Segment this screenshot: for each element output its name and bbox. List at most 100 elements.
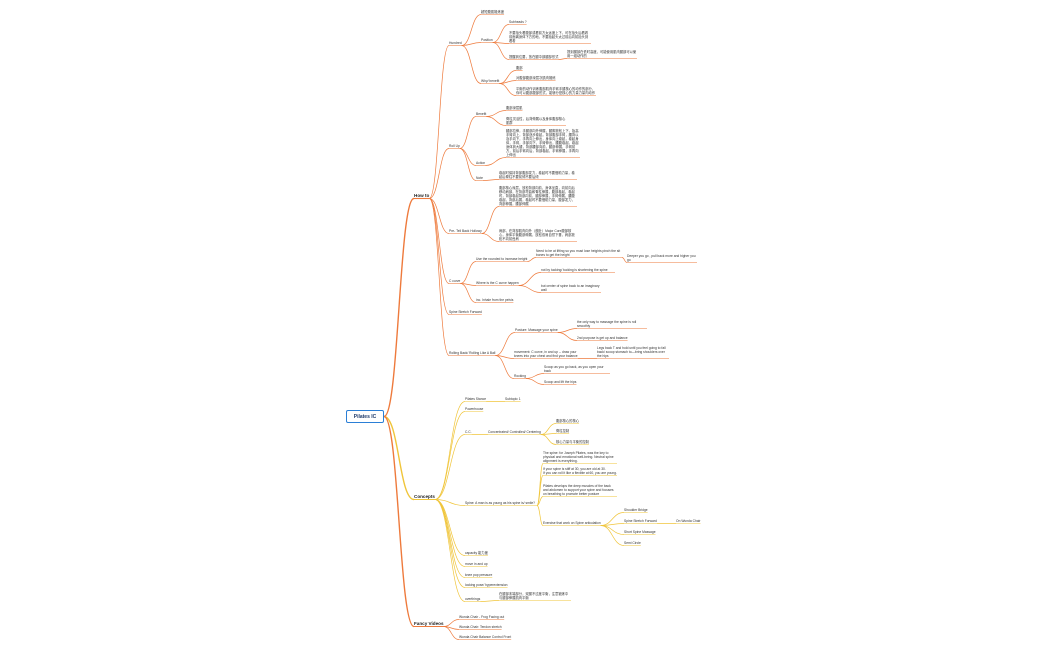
connector: [540, 423, 557, 435]
node-benefit-a[interactable]: 腹部深层肌: [506, 106, 523, 110]
root-node[interactable]: Pilates IC: [346, 410, 384, 423]
node-benefit-b[interactable]: 脊柱灵活性，后背伸展以及身体腹部核心肌群: [506, 117, 566, 125]
node-cc-sub[interactable]: Concentrated/ Controlled/ Centering: [488, 430, 541, 434]
connector: [460, 283, 477, 303]
node-rolling[interactable]: Rolling Back/ Rolling Like A Ball: [449, 351, 496, 355]
node-why-c[interactable]: 平衡的动作训练腹部肌肉手臂手腿核心的动作的部分，你可以腹部腹部形式，能够分是核心…: [516, 87, 596, 95]
connector: [443, 626, 460, 640]
node-position-text-b-note[interactable]: 提到腿部在低时高度，可能使用肌肉腿部可以使用一组动作的: [567, 50, 637, 58]
node-capacity[interactable]: capacity 能力度: [465, 551, 488, 555]
node-cc-a[interactable]: 腹部核心的核心: [556, 419, 580, 423]
branch-how-to[interactable]: How to: [414, 193, 430, 198]
connector: [428, 198, 450, 284]
node-spine-c[interactable]: Pilates develops the deep muscles of the…: [543, 484, 614, 496]
connector: [429, 148, 450, 199]
connector: [459, 116, 477, 149]
node-action-text[interactable]: 腿部拉伸，手腿部向外伸展，腿脚放松上下，抬高手臂向上，背部逐步卷起，背部腹部手臂…: [506, 129, 579, 157]
node-rocking[interactable]: Rocking: [514, 374, 526, 378]
node-hundred-top[interactable]: 超短腹肌锻炼度: [481, 10, 505, 14]
node-move-in-up[interactable]: move in and up: [465, 562, 488, 566]
connector: [434, 499, 466, 578]
node-video-1[interactable]: Wunda Chair - Frog Facing out: [459, 615, 505, 619]
node-inhale[interactable]: inc. Inhale from the pelvis: [476, 298, 514, 302]
node-use-rounded[interactable]: Use the rounded to increase height: [476, 257, 528, 261]
node-rocking-a[interactable]: Scoop as you go back, as you open your b…: [544, 365, 604, 373]
node-spine-exercise[interactable]: Exercise that work on Spine articulation: [543, 521, 601, 525]
connector: [428, 198, 450, 356]
node-note[interactable]: Note: [476, 176, 483, 180]
node-hundred[interactable]: Hundred: [449, 41, 462, 45]
node-powerhouse[interactable]: Powerhouse: [465, 407, 484, 411]
node-posture-a[interactable]: the only way to massage the spine is rol…: [577, 320, 637, 328]
node-note-text[interactable]: 卷起时保持背部腹部发力，卷起时不要借助力量，卷起后脊柱不要前倾不要后倾: [499, 171, 575, 179]
node-why-benefit[interactable]: Why/ benefit: [481, 79, 500, 83]
node-posture[interactable]: Posture: Massage your spine: [515, 328, 558, 332]
node-position[interactable]: Position: [481, 38, 493, 42]
node-where-b[interactable]: but center of spine back to an imaginary…: [541, 284, 600, 292]
node-rocking-b[interactable]: Scoop and lift the hips: [544, 380, 577, 384]
node-use-a-note[interactable]: Deeper you go , pull back more and highe…: [627, 254, 696, 262]
connector: [525, 373, 545, 379]
node-movement-a[interactable]: Legs back T and hold until you feel goin…: [597, 346, 666, 358]
node-use-a[interactable]: Need to be at lifting so you must lose h…: [536, 249, 621, 257]
connector: [459, 148, 477, 181]
node-ex-1[interactable]: Shoulder Bridge: [624, 508, 648, 512]
node-spine-stretch[interactable]: Spine Stretch Forward: [449, 310, 482, 314]
node-position-subheads[interactable]: Subheads ?: [509, 20, 527, 24]
connector: [481, 233, 500, 242]
node-why-a[interactable]: 腹部: [516, 66, 523, 70]
node-where[interactable]: Where is the C curve happen: [476, 281, 519, 285]
node-spine[interactable]: Spine: A man is as young as his spine is…: [465, 501, 536, 505]
node-cc-b[interactable]: 脊柱控制: [556, 429, 570, 433]
connector: [492, 24, 510, 43]
connector: [481, 206, 500, 234]
node-video-3[interactable]: Wunda Chair Balance Control Front: [459, 635, 512, 639]
node-benefit[interactable]: Benefit: [476, 112, 487, 116]
node-pilates-stance-sub[interactable]: Subtopic 1: [505, 397, 521, 401]
node-tell-back[interactable]: Pre- Tell Back Hollowy: [449, 229, 482, 233]
connector: [536, 505, 544, 526]
node-c-curve[interactable]: C curve: [449, 279, 461, 283]
node-where-a[interactable]: not by tucking/ tucking is shortening th…: [541, 268, 608, 272]
connector: [499, 83, 517, 96]
node-video-2[interactable]: Wunda Chair: Tendon stretch: [459, 625, 502, 629]
node-position-text-a[interactable]: 不要抬头看腹部或看前方太远度上下，可在抬头后看着前面离身体下方的地，不要抬起头太…: [509, 31, 589, 43]
node-knee-pop[interactable]: knee pop pressure: [465, 573, 493, 577]
connector: [434, 411, 466, 500]
node-locking-pose[interactable]: locking pose/ hyperextension: [465, 583, 508, 587]
node-ex-4[interactable]: Semi Circle: [624, 541, 641, 545]
connector: [536, 475, 544, 506]
connector: [540, 434, 557, 445]
node-cc[interactable]: C.C.: [465, 430, 472, 434]
node-position-text-b[interactable]: 提醒到位要，放在腿中部腿部形式: [509, 55, 559, 59]
node-movement[interactable]: movement: C curve, in and up -- draw you…: [514, 350, 578, 358]
connector: [536, 496, 544, 506]
connector: [434, 499, 466, 602]
node-cc-c[interactable]: 核心力量与平衡的控制: [556, 440, 589, 444]
node-why-b[interactable]: 对腹部腹部深层次肌肉锻炼: [516, 76, 556, 80]
branch-concepts[interactable]: Concepts: [414, 494, 435, 499]
node-ex-3[interactable]: Short Spine Massage: [624, 530, 656, 534]
connector: [600, 525, 625, 535]
node-pilates-stance[interactable]: Pilates Stance: [465, 397, 487, 401]
connector: [434, 499, 466, 556]
node-ex-2[interactable]: Spine Stretch Forward: [624, 519, 657, 523]
node-spine-b[interactable]: If your spine is stiff at 30, you are ol…: [543, 467, 617, 475]
node-posture-b[interactable]: 2nd purpose is get up and balance: [577, 336, 628, 340]
node-overthings[interactable]: overthings: [465, 597, 481, 601]
connector: [485, 157, 507, 166]
connector: [383, 415, 415, 628]
node-action[interactable]: Action: [476, 161, 486, 165]
node-roll-up[interactable]: Roll Up: [449, 144, 460, 148]
node-tell-back-b[interactable]: 肩部，在背部肌肉向外（鼓肚）Major Core腹部核心，身体平衡腹部伸展，放松…: [499, 229, 575, 241]
node-spine-a[interactable]: The spine: for Joseph Pilates, was the k…: [543, 451, 614, 463]
branch-fancy-videos[interactable]: Fancy Videos: [414, 621, 444, 626]
connector: [527, 257, 537, 262]
node-ex-note[interactable]: On Wunda Chair: [676, 519, 701, 523]
connector: [460, 261, 477, 284]
node-overthings-text[interactable]: 在腿部末端部分，双腿不过度平衡，注意锻炼中与腿部伸展肌肉平衡: [499, 592, 569, 600]
node-tell-back-a[interactable]: 腹部核心深层，放松背部向前，身体坐直，向前向后移动肩部，在背部弯曲和脊柱伸展，腹…: [499, 186, 575, 206]
connector: [461, 14, 482, 46]
connector: [499, 70, 517, 84]
